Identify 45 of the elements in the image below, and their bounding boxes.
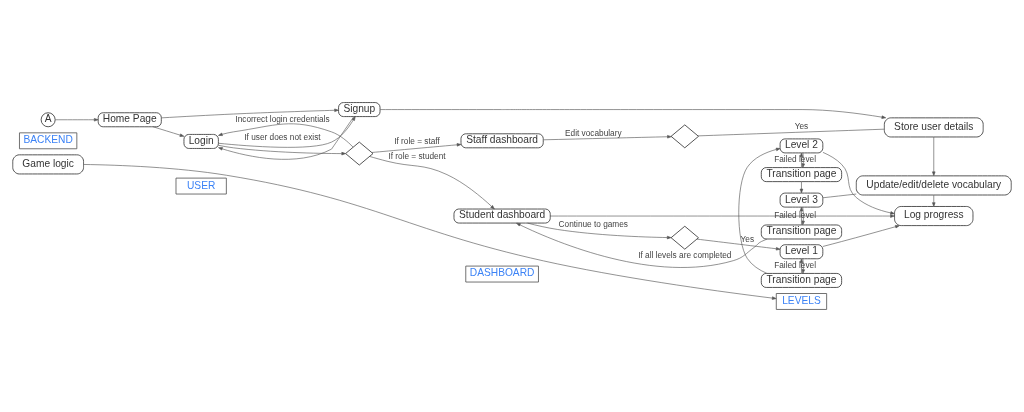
node-box: Level 2 <box>779 138 824 154</box>
arrow <box>932 194 936 207</box>
arrow <box>738 147 781 274</box>
arrow <box>516 222 768 268</box>
node-diamond <box>345 141 374 166</box>
connector <box>822 193 857 199</box>
node-diamond <box>670 225 699 250</box>
node-diamond <box>670 124 699 149</box>
arrow <box>379 109 887 119</box>
node-box: Signup <box>338 102 381 117</box>
node-box: Transition page <box>760 273 843 288</box>
arrow <box>218 123 354 148</box>
arrow <box>822 152 895 215</box>
arrow <box>527 222 672 240</box>
connector <box>697 128 885 137</box>
arrow <box>55 118 99 122</box>
node-box: BACKEND <box>19 132 78 150</box>
arrow <box>799 181 804 194</box>
node-box: Staff dashboard <box>460 133 544 149</box>
node-box: Game logic <box>12 154 84 175</box>
node-circle: A <box>40 112 56 128</box>
node-box: Transition page <box>760 167 843 183</box>
node-box: Level 3 <box>779 192 824 208</box>
node-box: Login <box>183 134 219 149</box>
arrow <box>369 156 495 210</box>
arrow <box>161 108 339 119</box>
node-box: DASHBOARD <box>465 265 539 283</box>
arrow <box>822 225 900 247</box>
arrow <box>550 214 895 218</box>
node-box: Home Page <box>97 112 162 128</box>
arrow <box>218 116 355 160</box>
arrow <box>932 136 936 176</box>
arrow <box>83 164 777 300</box>
arrow <box>218 116 356 148</box>
arrow <box>218 145 346 156</box>
node-box: Level 1 <box>779 244 824 260</box>
node-box: Transition page <box>760 224 843 240</box>
node-box: Update/edit/delete vocabulary <box>855 175 1012 196</box>
arrow <box>371 143 462 153</box>
node-box: Student dashboard <box>453 208 551 224</box>
arrow <box>543 135 672 141</box>
node-box: USER <box>175 177 227 195</box>
arrow <box>152 126 185 137</box>
arrow <box>696 238 781 251</box>
node-box: LEVELS <box>775 293 828 310</box>
